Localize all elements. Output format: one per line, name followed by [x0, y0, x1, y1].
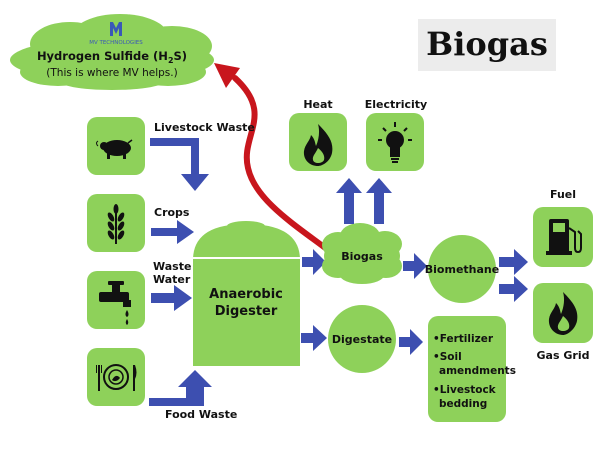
- digestate-node: [328, 305, 396, 373]
- cloud-line1: Hydrogen Sulfide (H2S): [37, 49, 187, 65]
- lightbulb-icon: [378, 122, 412, 163]
- digester-line2: Digester: [215, 304, 278, 319]
- label-livestock-waste: Livestock Waste: [154, 121, 255, 134]
- arrow-to-gas-grid: [499, 276, 528, 302]
- gas-grid-box: [533, 283, 593, 343]
- gas-flame-icon: [548, 292, 578, 335]
- use-3b: bedding: [439, 398, 487, 410]
- wheat-icon: [107, 204, 125, 244]
- digestate-uses-box: [428, 316, 506, 422]
- label-gas-grid: Gas Grid: [537, 349, 590, 362]
- biomethane-node: [428, 235, 496, 303]
- cloud-line2: (This is where MV helps.): [46, 67, 177, 79]
- livestock-box: [87, 117, 145, 175]
- biomethane-label: Biomethane: [425, 263, 499, 276]
- mv-logo: [110, 22, 122, 36]
- use-2b: amendments: [439, 365, 516, 377]
- heat-box: [289, 113, 347, 171]
- label-water: Water: [153, 273, 191, 286]
- mv-logo-text: MV TECHNOLOGIES: [89, 40, 143, 46]
- digestate-uses-list: •Fertilizer •Soil amendments •Livestock …: [433, 333, 516, 410]
- arrow-food: [149, 370, 212, 406]
- arrow-to-heat: [336, 178, 362, 224]
- waste-water-box: [87, 271, 145, 329]
- pig-icon: [96, 139, 133, 159]
- arrow-livestock: [150, 138, 209, 191]
- red-arrowhead: [214, 63, 240, 88]
- label-crops: Crops: [154, 206, 190, 219]
- arrow-to-biogas: [302, 249, 326, 275]
- arrow-to-biomethane: [403, 253, 427, 279]
- arrow-to-electricity: [366, 178, 392, 224]
- hydrogen-sulfide-cloud: MV TECHNOLOGIES Hydrogen Sulfide (H2S) (…: [10, 14, 214, 90]
- title-box: [418, 19, 556, 71]
- electricity-box: [366, 113, 424, 171]
- plate-icon: [96, 364, 137, 391]
- digester-line1: Anaerobic: [209, 287, 283, 302]
- food-waste-box: [87, 348, 145, 406]
- input-arrows: [149, 138, 212, 406]
- crops-box: [87, 194, 145, 252]
- arrow-crops: [151, 220, 194, 244]
- flame-icon: [303, 124, 333, 166]
- label-fuel: Fuel: [550, 188, 576, 201]
- biogas-label: Biogas: [341, 250, 383, 263]
- page-title: Biogas: [426, 25, 548, 63]
- digestate-label: Digestate: [332, 333, 392, 346]
- fuel-pump-icon: [546, 219, 582, 255]
- red-arrow-to-cloud: [232, 75, 331, 253]
- arrow-to-fuel: [499, 249, 528, 275]
- use-2: •Soil: [433, 351, 462, 363]
- fuel-box: [533, 207, 593, 267]
- biogas-cloud: [322, 223, 402, 284]
- arrow-water: [151, 285, 192, 311]
- label-electricity: Electricity: [365, 98, 427, 111]
- use-3: •Livestock: [433, 384, 497, 396]
- use-1: •Fertilizer: [433, 333, 494, 345]
- label-waste: Waste: [153, 260, 191, 273]
- label-heat: Heat: [303, 98, 332, 111]
- arrow-to-uses: [399, 329, 423, 355]
- anaerobic-digester: [193, 221, 300, 366]
- label-food-waste: Food Waste: [165, 408, 237, 421]
- arrow-to-digestate: [301, 325, 327, 351]
- faucet-icon: [99, 281, 131, 325]
